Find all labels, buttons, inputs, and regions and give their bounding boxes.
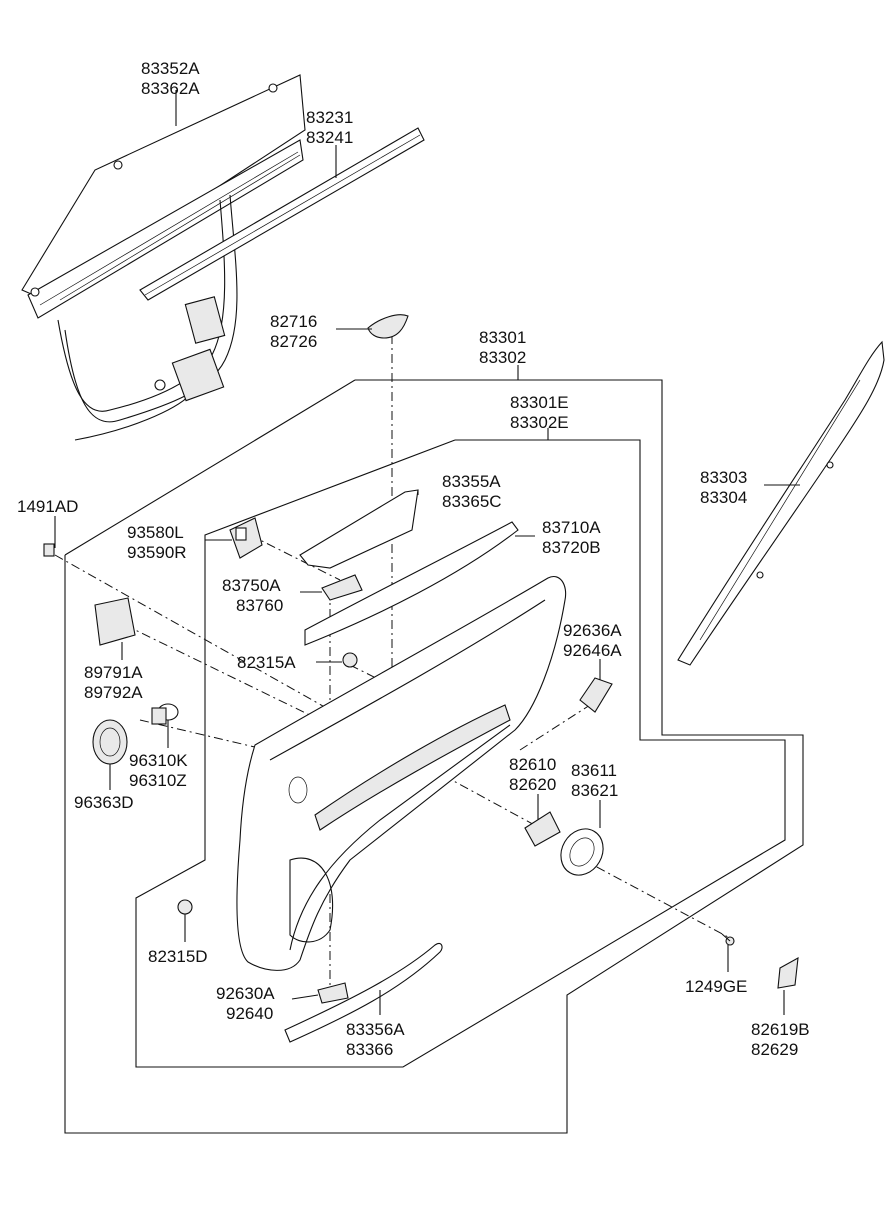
upper-trim-garnish xyxy=(677,340,885,666)
label-1249GE: 1249GE xyxy=(685,977,747,996)
label-82610: 82610 xyxy=(509,755,556,774)
label-83355A: 83355A xyxy=(442,472,501,491)
label-89791A: 89791A xyxy=(84,663,143,682)
courtesy-lamp-cover xyxy=(579,677,613,713)
label-83352A: 83352A xyxy=(141,59,200,78)
label-96310Z: 96310Z xyxy=(129,771,187,790)
label-83760: 83760 xyxy=(236,596,283,615)
door-module xyxy=(94,597,136,646)
label-82716: 82716 xyxy=(270,312,317,331)
screw xyxy=(721,933,735,946)
label-92646A: 92646A xyxy=(563,641,622,660)
label-83302: 83302 xyxy=(479,348,526,367)
label-82629: 82629 xyxy=(751,1040,798,1059)
label-83231: 83231 xyxy=(306,108,353,127)
label-96310K: 96310K xyxy=(129,751,188,770)
label-83366: 83366 xyxy=(346,1040,393,1059)
cap xyxy=(777,957,799,989)
label-96363D: 96363D xyxy=(74,793,134,812)
label-1491AD: 1491AD xyxy=(17,497,78,516)
label-82726: 82726 xyxy=(270,332,317,351)
switch-bezel xyxy=(321,574,363,601)
label-83710A: 83710A xyxy=(542,518,601,537)
label-83611: 83611 xyxy=(571,761,617,780)
label-92640: 92640 xyxy=(226,1004,273,1023)
label-89792A: 89792A xyxy=(84,683,143,702)
label-92636A: 92636A xyxy=(563,621,622,640)
label-82315D: 82315D xyxy=(148,947,208,966)
clip-d xyxy=(177,899,193,915)
label-83303: 83303 xyxy=(700,468,747,487)
door-trim-panel xyxy=(236,576,567,971)
label-83365C: 83365C xyxy=(442,492,502,511)
handle-bezel xyxy=(560,828,604,876)
label-82619B: 82619B xyxy=(751,1020,810,1039)
label-83301E: 83301E xyxy=(510,393,569,412)
window-regulator xyxy=(21,74,306,441)
clip-a xyxy=(342,652,358,668)
label-83304: 83304 xyxy=(700,488,747,507)
speaker-grille xyxy=(92,719,128,765)
label-83621: 83621 xyxy=(571,781,618,800)
speaker xyxy=(151,703,179,725)
power-window-switch xyxy=(229,517,263,559)
label-93580L: 93580L xyxy=(127,523,184,542)
lower-garnish xyxy=(284,942,443,1043)
label-83362A: 83362A xyxy=(141,79,200,98)
label-92630A: 92630A xyxy=(216,984,275,1003)
glass-run-channel xyxy=(139,127,425,301)
handle-cover xyxy=(367,314,409,339)
label-83241: 83241 xyxy=(306,128,353,147)
label-83750A: 83750A xyxy=(222,576,281,595)
label-82620: 82620 xyxy=(509,775,556,794)
bolt-clip xyxy=(43,543,55,557)
armrest xyxy=(304,521,519,646)
switch-panel xyxy=(299,489,419,569)
courtesy-lamp xyxy=(317,982,349,1004)
label-93590R: 93590R xyxy=(127,543,187,562)
label-83302E: 83302E xyxy=(510,413,569,432)
trim-assy-boundary xyxy=(64,365,804,1134)
label-83720B: 83720B xyxy=(542,538,601,557)
label-83356A: 83356A xyxy=(346,1020,405,1039)
label-82315A: 82315A xyxy=(237,653,296,672)
part-labels: 83352A 83362A 83231 83241 82716 82726 83… xyxy=(17,59,810,1059)
label-83301: 83301 xyxy=(479,328,526,347)
inside-handle xyxy=(524,811,561,847)
leader-lines xyxy=(54,90,800,1015)
